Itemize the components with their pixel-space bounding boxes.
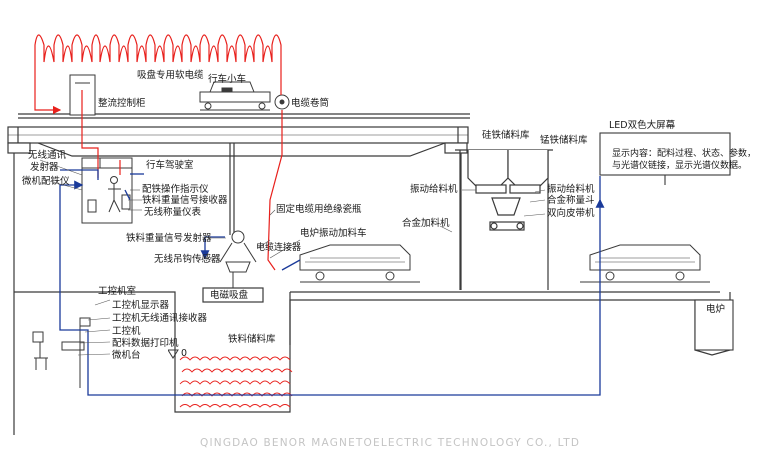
- label-cab: 行车驾驶室: [146, 159, 194, 171]
- label-led-text-1: 显示内容：配料过程、状态、参数，: [612, 147, 756, 159]
- cable-reel: [274, 94, 290, 110]
- label-weight-rx: 铁料重量信号接收器: [142, 194, 228, 206]
- label-ipc: 工控机: [112, 325, 141, 337]
- label-mn-bin: 锰铁储料库: [540, 134, 588, 146]
- label-micro-dist: 微机配铁仪: [22, 175, 70, 187]
- label-insulator: 固定电缆用绝缘瓷瓶: [276, 203, 362, 215]
- label-vib-feeder-r: 振动给料机: [547, 183, 595, 195]
- label-alloy-cart: 合金加料机: [402, 217, 450, 229]
- label-furnace-feeder: 电炉振动加料车: [300, 227, 367, 239]
- label-belt: 双向皮带机: [547, 207, 595, 219]
- furnace-box: [694, 299, 734, 351]
- scale-indicator: [167, 349, 179, 359]
- signal-lines: [59, 169, 605, 396]
- label-ipc-wireless: 工控机无线通讯接收器: [112, 312, 208, 324]
- label-ipc-room: 工控机室: [98, 285, 136, 297]
- label-printer: 配料数据打印机: [112, 337, 179, 349]
- label-hook-sensor: 无线吊钩传感器: [154, 253, 221, 265]
- label-magnet: 电磁吸盘: [210, 289, 249, 301]
- operator-cab: [81, 157, 133, 224]
- label-cable-connector: 电缆连接器: [256, 241, 301, 253]
- label-reel: 电缆卷筒: [291, 97, 329, 109]
- label-wl-meter: 无线称量仪表: [144, 206, 202, 218]
- label-cable: 吸盘专用软电缆: [137, 69, 204, 81]
- label-wireless-tx2: 发射器: [30, 161, 59, 173]
- crane-structure: [7, 113, 470, 435]
- ground: [14, 291, 731, 413]
- labels: 吸盘专用软电缆 行车小车 电缆卷筒 整流控制柜 无线通讯 发射器 微机配铁仪 行…: [22, 69, 756, 361]
- label-vib-feeder-l: 振动给料机: [410, 183, 458, 195]
- alloy-bins: [455, 149, 553, 290]
- watermark: QINGDAO BENOR MAGNETOELECTRIC TECHNOLOGY…: [200, 437, 580, 449]
- label-rectifier: 整流控制柜: [98, 97, 146, 109]
- label-op-display: 配铁操作指示仪: [142, 183, 209, 195]
- electromagnet: [202, 272, 264, 303]
- label-ipc-display: 工控机显示器: [112, 299, 170, 311]
- label-desk: 微机台: [112, 349, 141, 361]
- red-cable-runs: [34, 62, 283, 271]
- label-iron-bin: 铁料储料库: [228, 333, 276, 345]
- ipc-room: [18, 300, 168, 388]
- furnace-feeder-cart: [299, 244, 420, 283]
- label-trolley: 行车小车: [208, 73, 246, 85]
- leader-lines: [39, 159, 546, 356]
- scrap-pile: [179, 356, 293, 408]
- label-led-text-2: 与光谱仪链接，显示光谱仪数据。: [612, 159, 747, 171]
- label-wireless-tx: 无线通讯: [28, 149, 67, 161]
- trolley: [199, 81, 271, 111]
- label-led-title: LED双色大屏幕: [609, 119, 676, 131]
- label-scale-zero: 0: [181, 348, 187, 359]
- label-alloy-hopper: 合金称量斗: [547, 194, 595, 206]
- led-screen: [599, 132, 731, 185]
- label-si-bin: 硅铁储料库: [482, 129, 530, 141]
- label-weight-tx: 铁料重量信号发射器: [126, 232, 212, 244]
- festoon-cable: [34, 34, 282, 80]
- feeder-cart-right: [580, 244, 710, 283]
- hook-assembly: [219, 230, 257, 273]
- label-furnace: 电炉: [706, 303, 725, 315]
